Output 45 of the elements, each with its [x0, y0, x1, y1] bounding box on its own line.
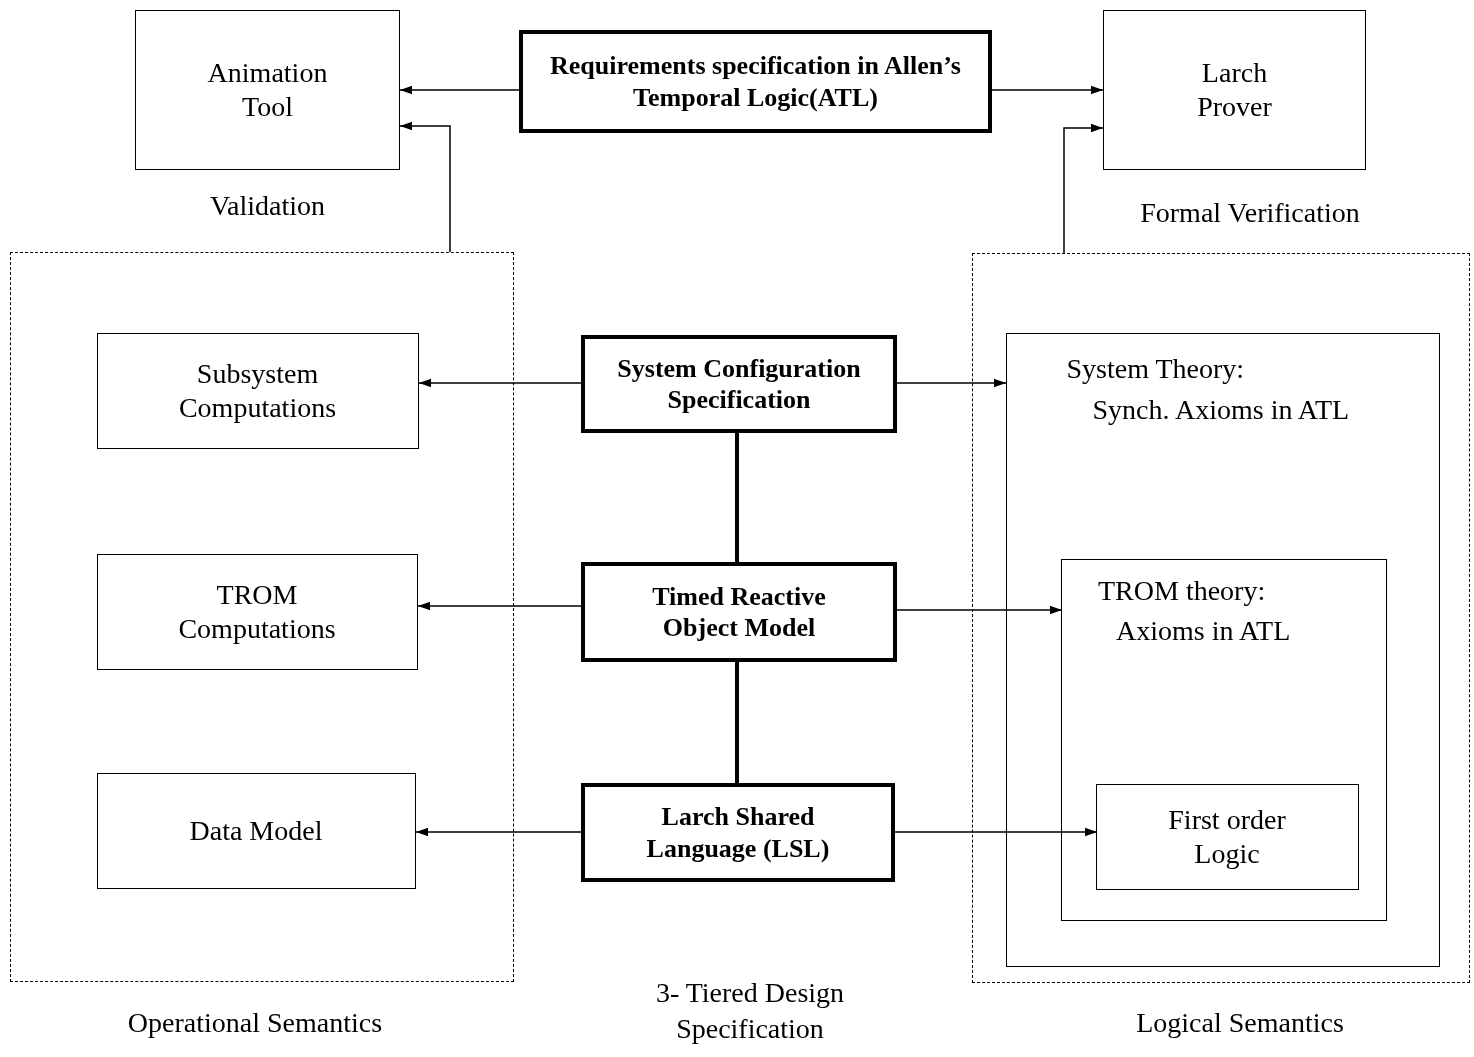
- connector-line: [735, 433, 739, 562]
- box-text: Subsystem Computations: [177, 356, 338, 425]
- box-heading: System Theory:: [1066, 351, 1245, 386]
- specification-box: [581, 335, 897, 433]
- box-heading: TROM theory:: [1098, 574, 1266, 608]
- box-text: Requirements specification in Allen’s Temporal Logic(ATL): [549, 50, 962, 113]
- component-box: [1103, 10, 1366, 170]
- dashed-group-box: [10, 252, 514, 982]
- arrow: [418, 378, 582, 388]
- box-text: System Configuration Specification: [616, 352, 862, 416]
- arrow: [894, 827, 1098, 837]
- arrow: [399, 85, 520, 95]
- box-text: TROM Computations: [177, 577, 337, 646]
- component-box: [135, 10, 400, 170]
- arrow: [415, 827, 582, 837]
- box-caption: Operational Semantics: [126, 1006, 384, 1040]
- arrow: [417, 601, 582, 611]
- component-box: [96, 332, 419, 449]
- theory-box: [1005, 332, 1440, 967]
- box-text: Axioms in ATL: [1116, 613, 1291, 648]
- specification-box: [519, 30, 992, 133]
- arrow: [896, 605, 1063, 615]
- box-text: Larch Prover: [1196, 56, 1273, 124]
- component-box: [1095, 783, 1359, 890]
- diagram-caption: 3- Tiered Design Specification: [654, 976, 846, 1047]
- arrow: [399, 121, 451, 253]
- dashed-group-box: [972, 253, 1470, 983]
- box-text: Animation Tool: [206, 56, 329, 124]
- arrow: [896, 378, 1007, 388]
- connector-line: [735, 662, 739, 783]
- box-text: Data Model: [189, 813, 323, 848]
- box-text: Synch. Axioms in ATL: [1092, 393, 1350, 427]
- box-text: Larch Shared Language (LSL): [645, 801, 831, 864]
- theory-box: [1061, 559, 1387, 921]
- arrow: [1063, 123, 1104, 254]
- box-text: First order Logic: [1167, 802, 1287, 871]
- component-box: [96, 553, 418, 670]
- box-text: Timed Reactive Object Model: [651, 580, 827, 644]
- box-caption: Logical Semantics: [1135, 1006, 1345, 1040]
- arrow: [991, 85, 1104, 95]
- box-caption: Validation: [208, 189, 327, 223]
- specification-box: [581, 783, 895, 882]
- component-box: [96, 772, 416, 889]
- box-caption: Formal Verification: [1139, 196, 1361, 230]
- specification-box: [581, 562, 897, 662]
